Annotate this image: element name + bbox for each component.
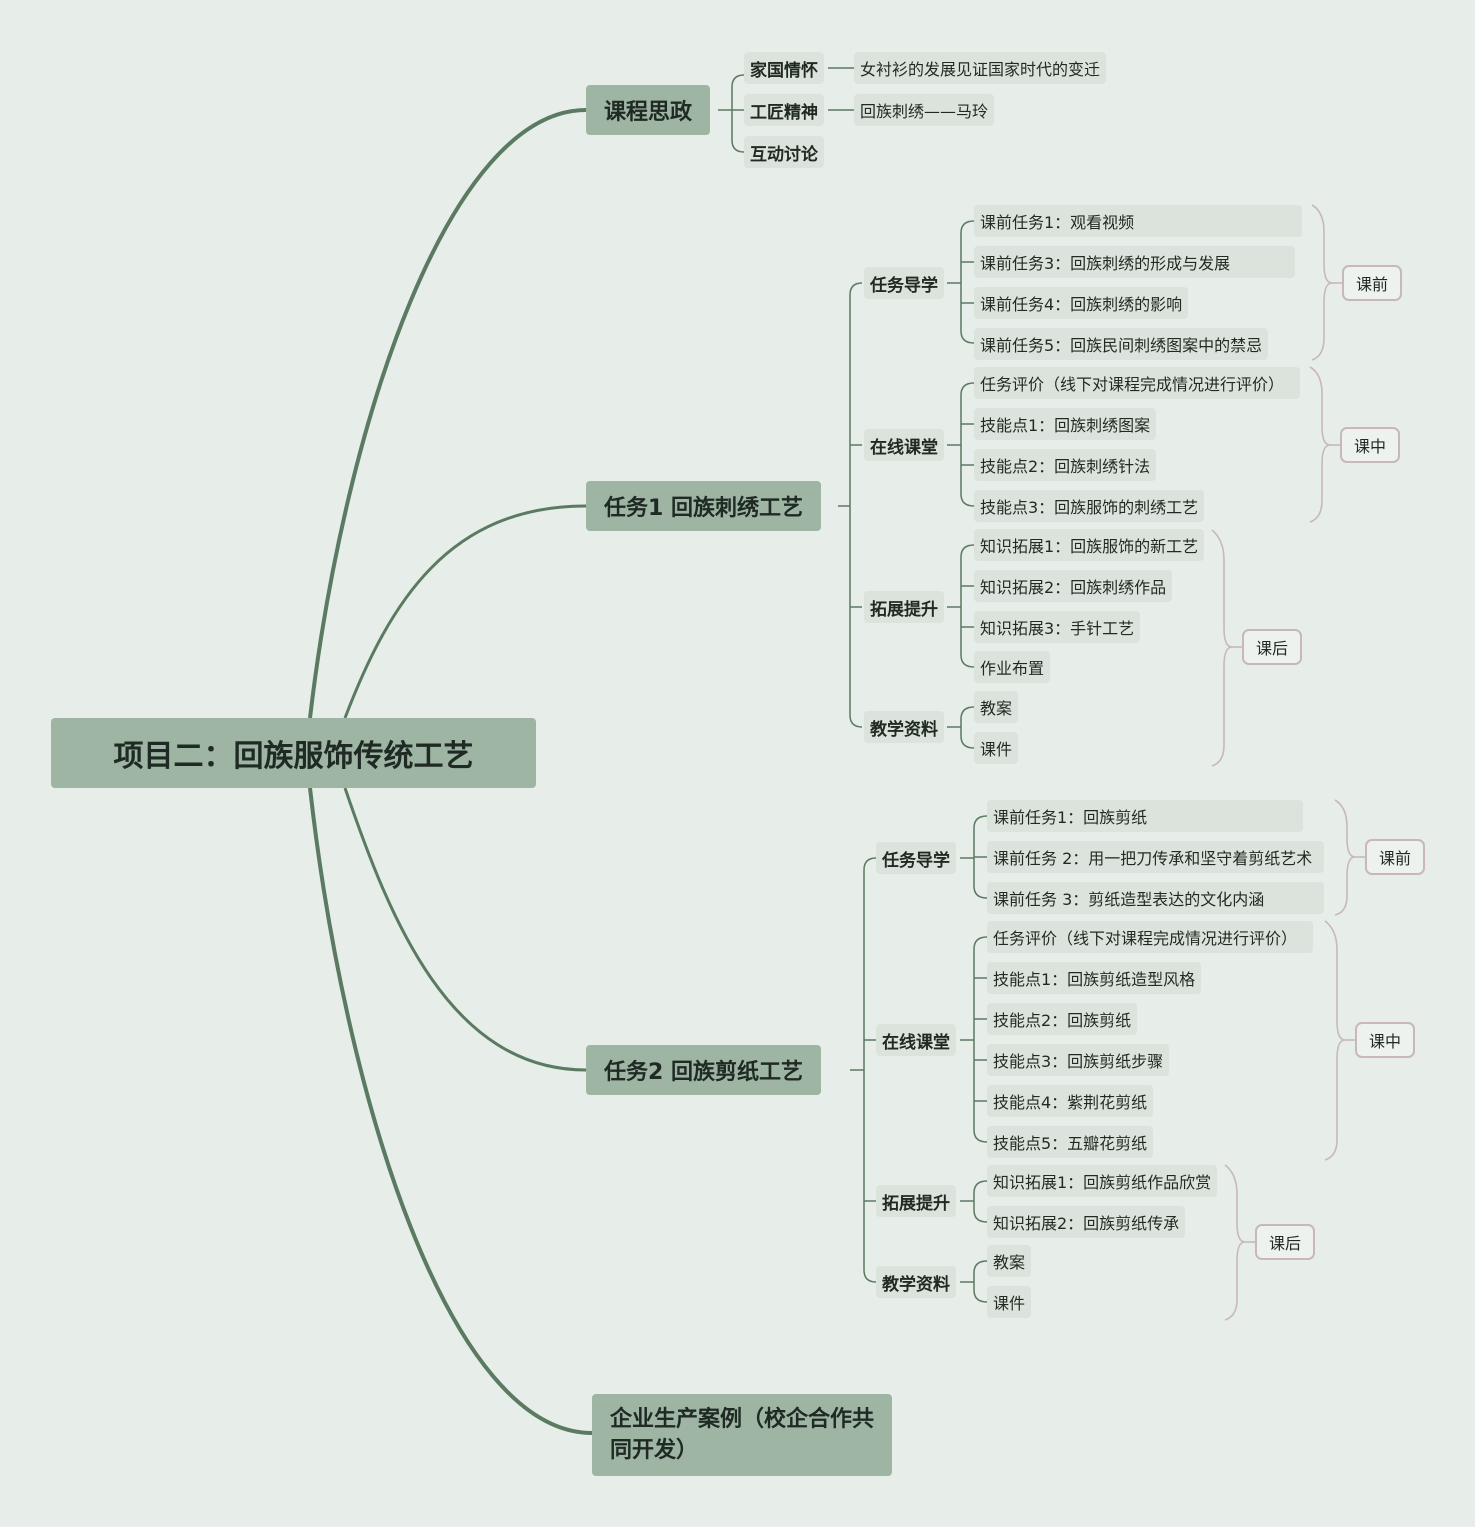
- task2-guide[interactable]: 任务导学: [876, 842, 956, 874]
- task2-topic[interactable]: 任务2 回族剪纸工艺: [586, 1045, 821, 1095]
- task1-tag-during[interactable]: 课中: [1340, 427, 1400, 463]
- task1-materials[interactable]: 教学资料: [864, 711, 944, 743]
- task1-online-item[interactable]: 任务评价（线下对课程完成情况进行评价）: [974, 367, 1300, 399]
- task1-guide-item[interactable]: 课前任务3：回族刺绣的形成与发展: [974, 246, 1295, 278]
- task1-online-item[interactable]: 技能点1：回族刺绣图案: [974, 408, 1157, 440]
- task2-online-item[interactable]: 技能点4：紫荆花剪纸: [987, 1085, 1154, 1117]
- task2-expand-item[interactable]: 知识拓展2：回族剪纸传承: [987, 1206, 1186, 1238]
- task2-online-item[interactable]: 技能点3：回族剪纸步骤: [987, 1044, 1170, 1076]
- task1-topic[interactable]: 任务1 回族刺绣工艺: [586, 481, 821, 531]
- task2-online[interactable]: 在线课堂: [876, 1024, 956, 1056]
- task2-online-item[interactable]: 技能点5：五瓣花剪纸: [987, 1126, 1154, 1158]
- task1-guide-item[interactable]: 课前任务5：回族民间刺绣图案中的禁忌: [974, 328, 1269, 360]
- task1-guide[interactable]: 任务导学: [864, 267, 944, 299]
- task2-materials[interactable]: 教学资料: [876, 1266, 956, 1298]
- task2-expand[interactable]: 拓展提升: [876, 1185, 956, 1217]
- ideology-item-patriotism[interactable]: 家国情怀: [744, 52, 824, 84]
- task1-expand[interactable]: 拓展提升: [864, 591, 944, 623]
- task2-online-item[interactable]: 技能点1：回族剪纸造型风格: [987, 962, 1202, 994]
- enterprise-topic[interactable]: 企业生产案例（校企合作共同开发）: [592, 1394, 892, 1476]
- task2-guide-item[interactable]: 课前任务 3：剪纸造型表达的文化内涵: [987, 882, 1324, 914]
- task1-guide-item[interactable]: 课前任务1：观看视频: [974, 205, 1302, 237]
- root-topic[interactable]: 项目二：回族服饰传统工艺: [51, 718, 536, 788]
- ideology-topic[interactable]: 课程思政: [586, 85, 711, 135]
- ideology-detail-patriotism[interactable]: 女衬衫的发展见证国家时代的变迁: [854, 52, 1107, 84]
- task1-materials-item[interactable]: 教案: [974, 691, 1019, 723]
- task1-expand-item[interactable]: 作业布置: [974, 651, 1051, 683]
- task2-materials-item[interactable]: 教案: [987, 1245, 1032, 1277]
- task2-online-item[interactable]: 任务评价（线下对课程完成情况进行评价）: [987, 921, 1313, 953]
- task2-expand-item[interactable]: 知识拓展1：回族剪纸作品欣赏: [987, 1165, 1218, 1197]
- task1-online-item[interactable]: 技能点2：回族刺绣针法: [974, 449, 1157, 481]
- ideology-item-discussion[interactable]: 互动讨论: [744, 136, 824, 168]
- task2-guide-item[interactable]: 课前任务1：回族剪纸: [987, 800, 1303, 832]
- task1-expand-item[interactable]: 知识拓展2：回族刺绣作品: [974, 570, 1173, 602]
- task1-expand-item[interactable]: 知识拓展1：回族服饰的新工艺: [974, 529, 1205, 561]
- task1-online-item[interactable]: 技能点3：回族服饰的刺绣工艺: [974, 490, 1205, 522]
- task2-materials-item[interactable]: 课件: [987, 1286, 1032, 1318]
- task1-guide-item[interactable]: 课前任务4：回族刺绣的影响: [974, 287, 1189, 319]
- task2-online-item[interactable]: 技能点2：回族剪纸: [987, 1003, 1138, 1035]
- task1-tag-before[interactable]: 课前: [1342, 265, 1402, 301]
- task1-tag-after[interactable]: 课后: [1242, 629, 1302, 665]
- task2-tag-before[interactable]: 课前: [1365, 839, 1425, 875]
- task2-tag-during[interactable]: 课中: [1355, 1022, 1415, 1058]
- task1-materials-item[interactable]: 课件: [974, 732, 1019, 764]
- task2-guide-item[interactable]: 课前任务 2：用一把刀传承和坚守着剪纸艺术: [987, 841, 1324, 873]
- task2-tag-after[interactable]: 课后: [1255, 1224, 1315, 1260]
- task1-online[interactable]: 在线课堂: [864, 429, 944, 461]
- ideology-detail-craftsmanship[interactable]: 回族刺绣——马玲: [854, 94, 995, 126]
- task1-expand-item[interactable]: 知识拓展3：手针工艺: [974, 611, 1141, 643]
- ideology-item-craftsmanship[interactable]: 工匠精神: [744, 94, 824, 126]
